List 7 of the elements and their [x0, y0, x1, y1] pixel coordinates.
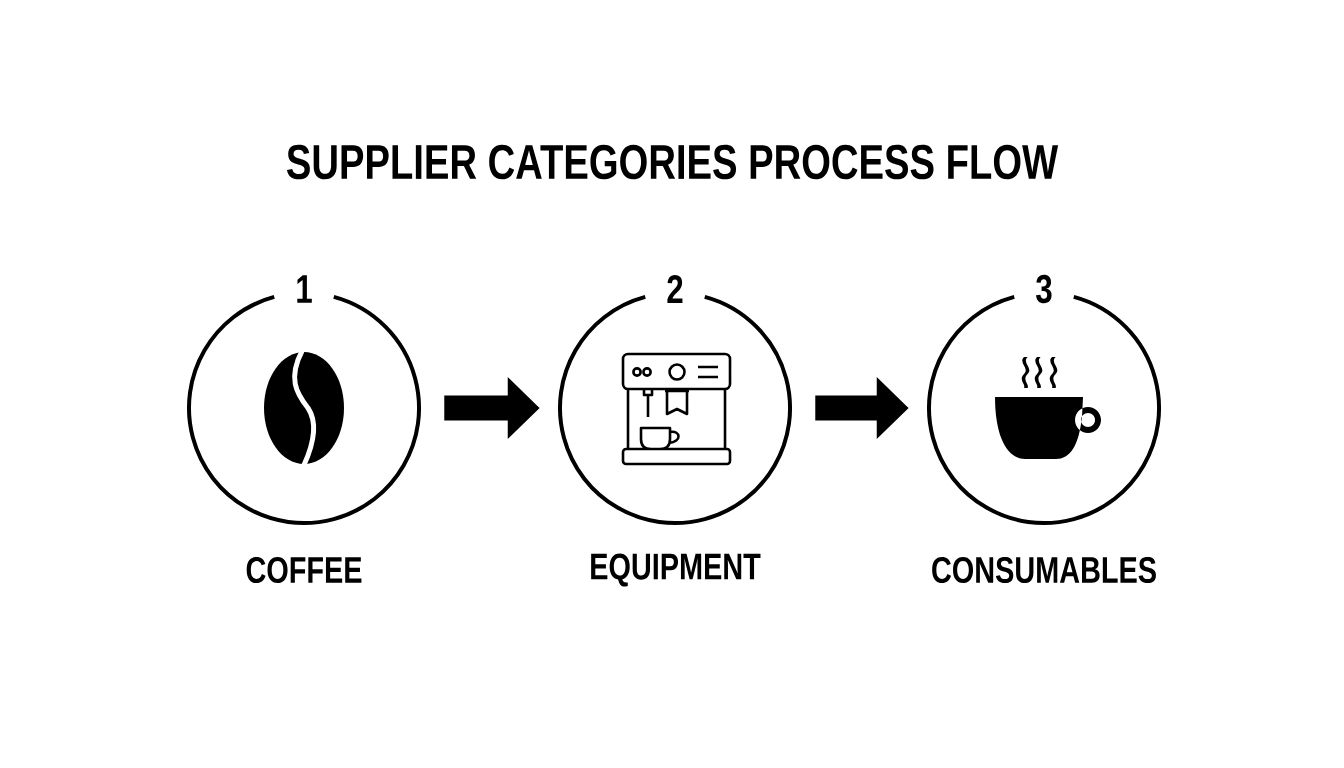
step-number: 1: [297, 275, 312, 303]
step-label: CONSUMABLES: [932, 556, 1156, 584]
step-label: COFFEE: [246, 556, 362, 584]
step-number: 3: [1036, 274, 1052, 304]
step-label: EQUIPMENT: [591, 553, 761, 587]
step-number: 2: [667, 275, 683, 303]
title: SUPPLIER CATEGORIES PROCESS FLOW: [287, 144, 1059, 180]
